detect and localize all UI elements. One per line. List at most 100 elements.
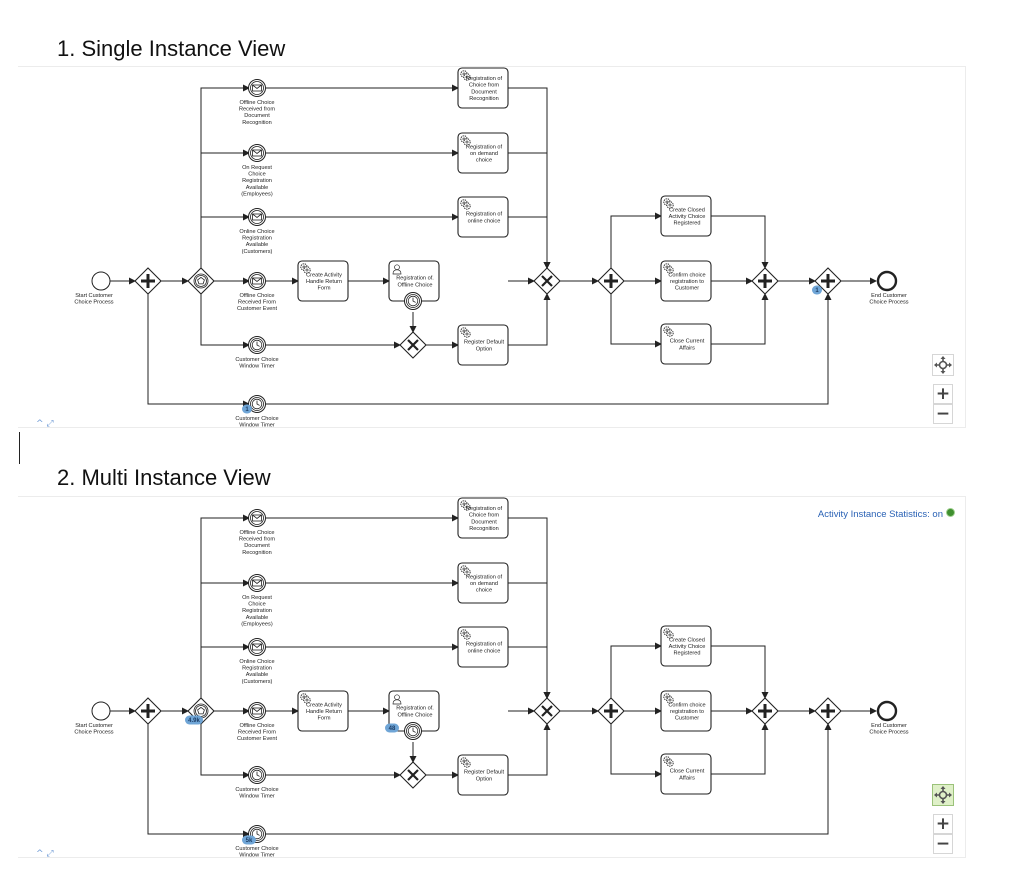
parallel-plus-icon (821, 704, 835, 718)
service-gear-icon (663, 198, 674, 209)
service-gear-icon (460, 135, 471, 146)
envelope-icon (252, 213, 262, 221)
end-event[interactable] (876, 700, 898, 722)
envelope-icon (252, 84, 262, 92)
sequence-flow (147, 294, 250, 408)
task-boundary-timer-inner-ring (406, 724, 420, 738)
sequence-flow (508, 216, 551, 269)
end-event[interactable] (876, 270, 898, 292)
service-gear-icon (300, 263, 311, 274)
message-catch-event-inner-ring (250, 146, 264, 160)
instance-count-badge (242, 835, 256, 845)
user-task-icon (392, 264, 402, 275)
sequence-flow (610, 294, 662, 348)
envelope-icon (252, 643, 262, 651)
sequence-flow (610, 212, 662, 268)
clock-icon (251, 769, 263, 781)
sequence-flow (200, 84, 250, 268)
service-gear-icon (460, 70, 471, 81)
start-event[interactable] (91, 271, 111, 291)
sequence-flow (711, 645, 769, 699)
crosshair-icon (934, 786, 952, 804)
clock-icon (251, 339, 263, 351)
sequence-flow (200, 724, 250, 779)
sequence-flow (508, 87, 551, 269)
clock-icon (407, 295, 419, 307)
service-gear-icon (460, 327, 471, 338)
reset-zoom-button[interactable] (932, 784, 954, 806)
envelope-icon (252, 277, 262, 285)
service-gear-icon (663, 693, 674, 704)
event-gateway-outer-circle (193, 273, 209, 289)
start-event[interactable] (91, 701, 111, 721)
parallel-plus-icon (141, 274, 155, 288)
message-catch-event-inner-ring (250, 274, 264, 288)
task-registration-offline-label: Registration of.Offline Choice (396, 276, 434, 289)
minimap-toggle[interactable]: ^ ⤢ (36, 419, 54, 429)
instance-count-badge (185, 715, 203, 725)
parallel-plus-icon (821, 274, 835, 288)
sequence-flow (711, 215, 769, 269)
event-gateway-inner-circle (195, 275, 207, 287)
sequence-flow (508, 152, 551, 269)
zoom-in-button[interactable]: + (933, 384, 953, 404)
activity-instance-statistics-toggle[interactable]: Activity Instance Statistics: on (818, 508, 955, 520)
parallel-plus-icon (758, 274, 772, 288)
single-instance-heading: 1. Single Instance View (57, 36, 286, 61)
service-gear-icon (663, 263, 674, 274)
parallel-plus-icon (604, 274, 618, 288)
sequence-flow (610, 642, 662, 698)
service-gear-icon (460, 565, 471, 576)
message-catch-event-inner-ring (250, 81, 264, 95)
task-registration-offline-label: Registration of.Offline Choice (396, 706, 434, 719)
envelope-icon (252, 707, 262, 715)
sequence-flow (508, 646, 551, 699)
sequence-flow (711, 723, 769, 775)
instance-count-badge-text: 5k (246, 838, 253, 844)
zoom-out-button[interactable]: − (933, 834, 953, 854)
zoom-in-button[interactable]: + (933, 814, 953, 834)
sequence-flow (508, 723, 551, 776)
sequence-flow (266, 723, 832, 835)
instance-count-badge (812, 285, 822, 295)
task-boundary-timer-inner-ring (406, 294, 420, 308)
instance-count-badge (385, 723, 399, 733)
envelope-icon (252, 579, 262, 587)
message-catch-event-inner-ring (250, 640, 264, 654)
minimap-toggle[interactable]: ^ ⤢ (36, 849, 54, 859)
event-based-gateway[interactable] (187, 267, 215, 295)
sequence-flow (711, 293, 769, 345)
instance-count-badge-text: 1 (815, 288, 819, 294)
zoom-out-button[interactable]: − (933, 404, 953, 424)
service-gear-icon (460, 500, 471, 511)
sequence-flow (266, 293, 832, 405)
reset-zoom-button[interactable] (932, 354, 954, 376)
